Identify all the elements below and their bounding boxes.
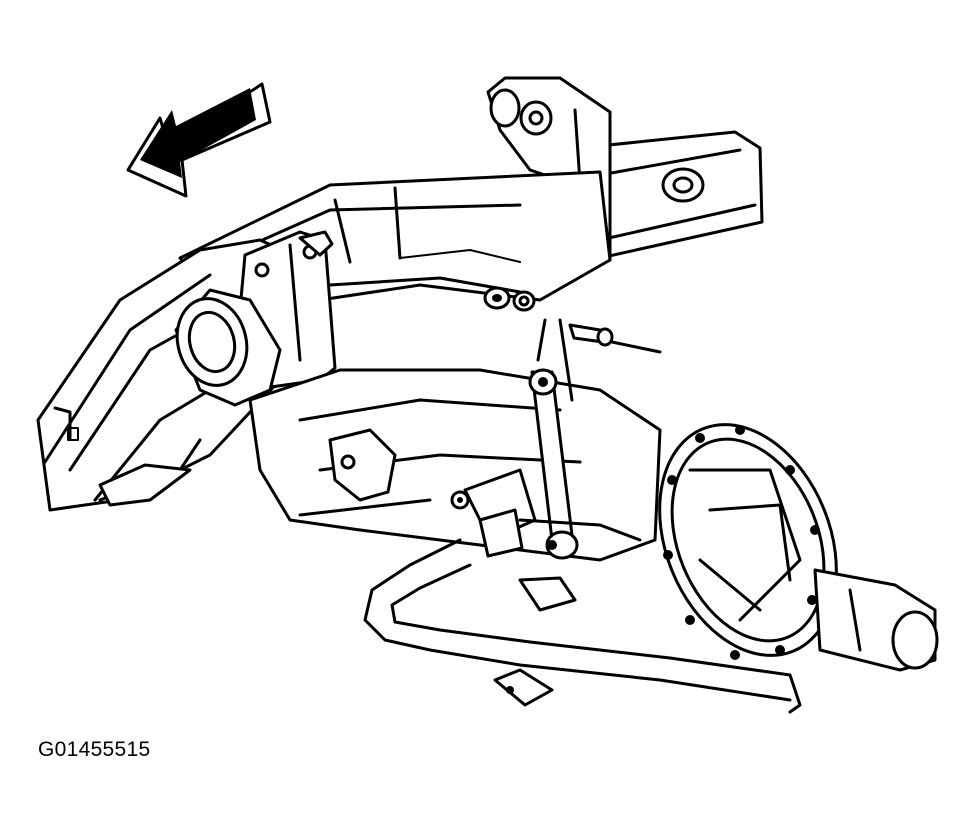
bolt-icon <box>450 490 470 510</box>
washer-icon <box>512 290 536 312</box>
differential-cover <box>658 423 838 660</box>
nut-icon <box>483 286 511 310</box>
figure-id-label: G01455515 <box>38 738 151 761</box>
stabilizer-bar <box>363 518 802 714</box>
bolt-icon <box>568 323 662 354</box>
bushing-clamp <box>478 508 554 707</box>
axle-housing <box>248 368 662 562</box>
direction-arrow-icon <box>126 82 272 198</box>
driveshaft-yoke <box>174 288 282 407</box>
axle-tube-right <box>813 568 939 672</box>
stabilizer-link <box>528 318 579 560</box>
